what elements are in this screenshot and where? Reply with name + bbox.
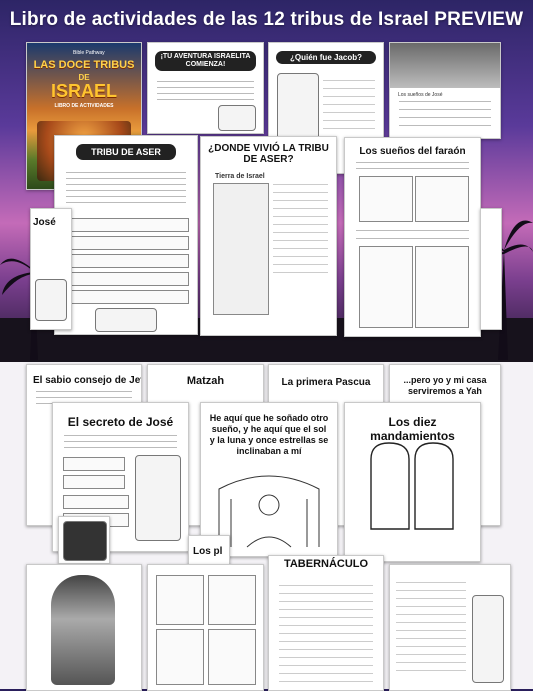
page-jose-left: José: [30, 208, 72, 330]
pascua-heading: La primera Pascua: [281, 377, 371, 388]
tabernaculo-heading: TABERNÁCULO: [283, 558, 369, 570]
page-farao: Los sueños del faraón: [344, 137, 481, 337]
page-jose-frame: [58, 516, 110, 564]
suenos-jose-title: Los sueños de José: [398, 92, 443, 98]
jose-left-title: José: [33, 217, 56, 228]
israel-map: [213, 183, 269, 315]
page-donde-vivio-aser: ¿DONDE VIVIÓ LA TRIBU DE ASER? Tierra de…: [200, 136, 337, 336]
page-tabernaculo: TABERNÁCULO: [268, 555, 384, 691]
aventura-illustration: [218, 105, 256, 131]
sueno-illustration: [218, 475, 320, 548]
secreto-heading: El secreto de José: [67, 415, 174, 429]
donde-aser-heading: ¿DONDE VIVIÓ LA TRIBU DE ASER?: [208, 143, 329, 165]
banner-title-text: Libro de actividades de las 12 tribus de…: [9, 9, 524, 30]
page-numbers: [147, 564, 264, 691]
donde-aser-map-label: Tierra de Israel: [215, 173, 265, 180]
suenos-jose-night-scene: [390, 43, 500, 88]
stone-tablets-icon: [370, 442, 454, 530]
page-cutoff-pl: Los pl: [188, 535, 230, 567]
page-table: [389, 564, 511, 691]
page-pharaoh-mask: [26, 564, 142, 691]
cutoff-pl-title: Los pl: [193, 546, 223, 557]
secreto-jose-figure: [135, 455, 181, 541]
page-suenos-jose: Los sueños de José: [389, 42, 501, 139]
aser-figure: [95, 308, 157, 332]
cover-brand: Bible Pathway: [73, 50, 105, 56]
aser-heading: TRIBU DE ASER: [76, 144, 176, 160]
cover-title-line3: ISRAEL: [50, 81, 117, 101]
cover-title-line1: LAS DOCE TRIBUS: [33, 59, 135, 71]
cover-title-line2: DE: [78, 73, 90, 82]
table-figure: [472, 595, 504, 683]
jetro-heading: El sabio consejo de Jetro: [33, 375, 142, 386]
page-sueno-quote: He aquí que he soñado otro sueño, y he a…: [200, 402, 338, 557]
farao-heading: Los sueños del faraón: [359, 146, 466, 157]
jacob-heading: ¿Quién fue Jacob?: [275, 51, 377, 64]
page-right-partial: [480, 208, 502, 330]
mandamientos-heading: Los diez mandamientos: [370, 415, 455, 443]
jacob-figure: [277, 73, 319, 145]
page-diez-mandamientos: Los diez mandamientos: [344, 402, 481, 562]
pharaoh-mask-figure: [51, 575, 115, 685]
page-aventura: ¡TU AVENTURA ISRAELITA COMIENZA!: [147, 42, 264, 134]
aventura-heading: ¡TU AVENTURA ISRAELITA COMIENZA!: [154, 51, 257, 71]
cover-subtitle: LIBRO DE ACTIVIDADES: [54, 103, 114, 109]
page-tribu-aser: TRIBU DE ASER: [54, 135, 198, 335]
matzah-heading: Matzah: [186, 375, 225, 387]
sueno-quote-text: He aquí que he soñado otro sueño, y he a…: [209, 413, 329, 456]
banner-title: Libro de actividades de las 12 tribus de…: [0, 0, 533, 40]
mi-casa-heading: ...pero yo y mi casa serviremos a Yah: [403, 375, 487, 396]
